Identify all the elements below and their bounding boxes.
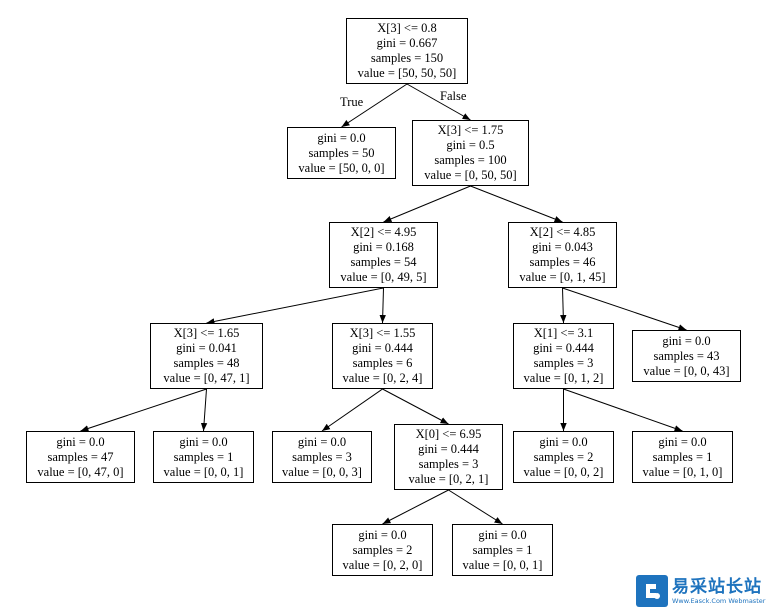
node-line: X[0] <= 6.95	[415, 427, 482, 441]
node-line: samples = 1	[652, 449, 713, 464]
site-logo-icon	[636, 575, 668, 607]
node-line: samples = 3	[533, 356, 594, 370]
node-line: samples = 1	[173, 449, 234, 464]
node-line: value = [0, 1, 0]	[642, 464, 723, 479]
node-line: gini = 0.0	[358, 527, 407, 542]
edge-n4-n8	[562, 287, 687, 331]
node-line: value = [0, 2, 4]	[342, 371, 423, 385]
watermark: 易采站长站 Www.Easck.Com Webmaster	[636, 574, 774, 608]
node-line: value = [0, 47, 1]	[163, 371, 250, 385]
edge-n0-n2	[406, 83, 471, 121]
node-line: X[3] <= 0.8	[377, 21, 437, 35]
node-line: gini = 0.041	[176, 341, 237, 355]
node-line: samples = 2	[533, 449, 594, 464]
edge-n12-n16	[448, 489, 503, 525]
node-line: gini = 0.043	[532, 240, 593, 254]
node-line: samples = 2	[352, 542, 413, 557]
node-line: gini = 0.0	[539, 434, 588, 449]
node-line: value = [0, 2, 1]	[408, 472, 489, 486]
node-line: samples = 54	[350, 255, 417, 269]
node-line: value = [0, 2, 0]	[342, 557, 423, 572]
edge-n0-n1	[341, 83, 408, 128]
node-line: value = [50, 50, 50]	[357, 66, 457, 80]
node-line: samples = 46	[529, 255, 596, 269]
node-line: gini = 0.0	[662, 333, 711, 348]
node-line: samples = 50	[308, 145, 375, 160]
node-line: value = [0, 0, 3]	[282, 464, 362, 479]
edge-n2-n3	[383, 185, 471, 223]
node-line: value = [0, 0, 1]	[163, 464, 244, 479]
node-line: samples = 3	[418, 457, 479, 471]
edge-n12-n15	[382, 489, 449, 525]
node-line: X[2] <= 4.85	[529, 225, 596, 239]
node-line: samples = 43	[653, 348, 720, 363]
node-line: X[3] <= 1.55	[349, 326, 416, 340]
node-line: X[3] <= 1.75	[437, 123, 504, 137]
node-line: gini = 0.0	[658, 434, 707, 449]
node-line: gini = 0.667	[376, 36, 438, 50]
node-line: gini = 0.0	[179, 434, 228, 449]
edge-n6-n11	[321, 388, 383, 432]
node-line: value = [0, 49, 5]	[340, 270, 427, 284]
node-line: value = [0, 0, 1]	[462, 557, 543, 572]
edge-n5-n10	[200, 388, 208, 432]
node-line: X[1] <= 3.1	[533, 326, 594, 340]
false-edge-label: False	[440, 89, 467, 103]
node-line: gini = 0.5	[446, 138, 495, 152]
node-line: gini = 0.444	[533, 341, 594, 355]
edge-n7-n14	[563, 388, 683, 432]
edge-n2-n4	[470, 185, 563, 223]
node-line: value = [0, 0, 2]	[523, 464, 604, 479]
edge-n6-n12	[382, 388, 449, 425]
node-line: gini = 0.444	[352, 341, 413, 355]
node-line: samples = 48	[173, 356, 240, 370]
node-line: samples = 3	[292, 449, 352, 464]
watermark-title: 易采站长站	[672, 576, 762, 597]
watermark-subtitle: Www.Easck.Com Webmaster	[672, 596, 766, 605]
node-line: samples = 100	[434, 153, 507, 167]
node-line: value = [0, 50, 50]	[424, 168, 517, 182]
node-line: gini = 0.0	[56, 434, 105, 449]
node-line: X[2] <= 4.95	[350, 225, 417, 239]
edge-n3-n5	[206, 287, 384, 325]
true-edge-label: True	[340, 95, 364, 109]
node-line: samples = 1	[472, 542, 533, 557]
node-line: gini = 0.0	[297, 434, 347, 449]
node-line: gini = 0.0	[317, 130, 366, 145]
node-line: value = [0, 0, 43]	[643, 363, 730, 378]
node-line: samples = 6	[352, 356, 413, 370]
node-line: gini = 0.0	[478, 527, 527, 542]
node-line: gini = 0.444	[418, 442, 479, 456]
node-line: value = [0, 1, 45]	[519, 270, 606, 284]
edge-n5-n9	[80, 388, 207, 432]
node-line: X[3] <= 1.65	[173, 326, 240, 340]
edge-n4-n7	[560, 287, 567, 324]
node-line: gini = 0.168	[353, 240, 414, 254]
edge-n3-n6	[379, 287, 386, 324]
node-line: value = [50, 0, 0]	[298, 160, 385, 175]
node-line: samples = 47	[47, 449, 114, 464]
node-line: samples = 150	[370, 51, 444, 65]
node-line: value = [0, 1, 2]	[523, 371, 604, 385]
node-line: value = [0, 47, 0]	[37, 464, 124, 479]
